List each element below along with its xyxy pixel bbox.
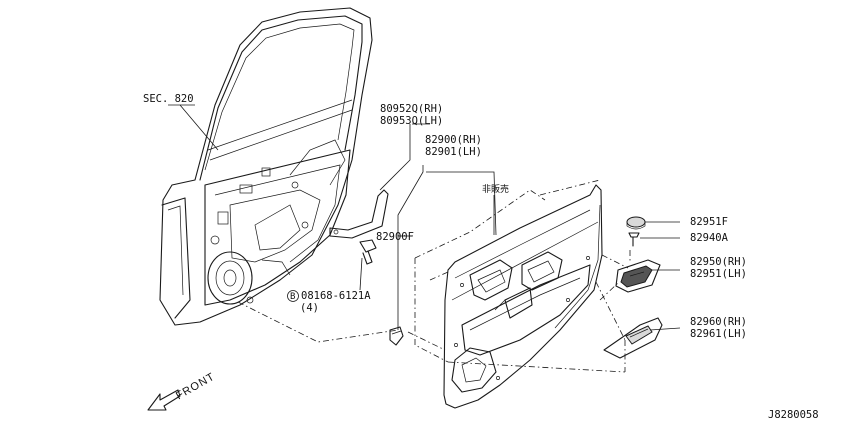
label-82900-rh: 82900(RH) (425, 134, 482, 146)
label-82900f: 82900F (376, 231, 414, 243)
leader-lines (168, 104, 681, 331)
diagram-code: J8280058 (768, 409, 819, 421)
clip-82900f (389, 326, 404, 346)
label-82951-lh: 82951(LH) (690, 268, 747, 280)
label-82960-rh: 82960(RH) (690, 316, 747, 328)
label-sec-820: SEC. 820 (143, 93, 194, 105)
label-82951f: 82951F (690, 216, 728, 228)
label-80953q: 80953Q(LH) (380, 115, 444, 127)
screw-82940a (628, 232, 640, 247)
door-trim-panel (443, 184, 603, 409)
label-82901-lh: 82901(LH) (425, 146, 482, 158)
door-shell (159, 7, 373, 326)
label-bolt-08168: 08168-6121A (301, 290, 371, 302)
switch-finisher-82960 (603, 317, 663, 359)
pull-handle-82950 (615, 259, 661, 293)
front-arrow-icon (147, 389, 181, 411)
label-bolt-circle: B (290, 292, 296, 302)
label-82950-rh: 82950(RH) (690, 256, 747, 268)
label-bolt-qty: (4) (300, 302, 319, 314)
label-80952q: 80952Q(RH) (380, 103, 444, 115)
cap-82951f (626, 216, 646, 230)
label-82961-lh: 82961(LH) (690, 328, 747, 340)
bolt-08168 (359, 239, 377, 265)
label-non-sale: 非販売 (482, 185, 510, 195)
label-82940a: 82940A (690, 232, 728, 244)
bracket-80952q (329, 189, 389, 239)
assembly-lines (237, 179, 631, 373)
